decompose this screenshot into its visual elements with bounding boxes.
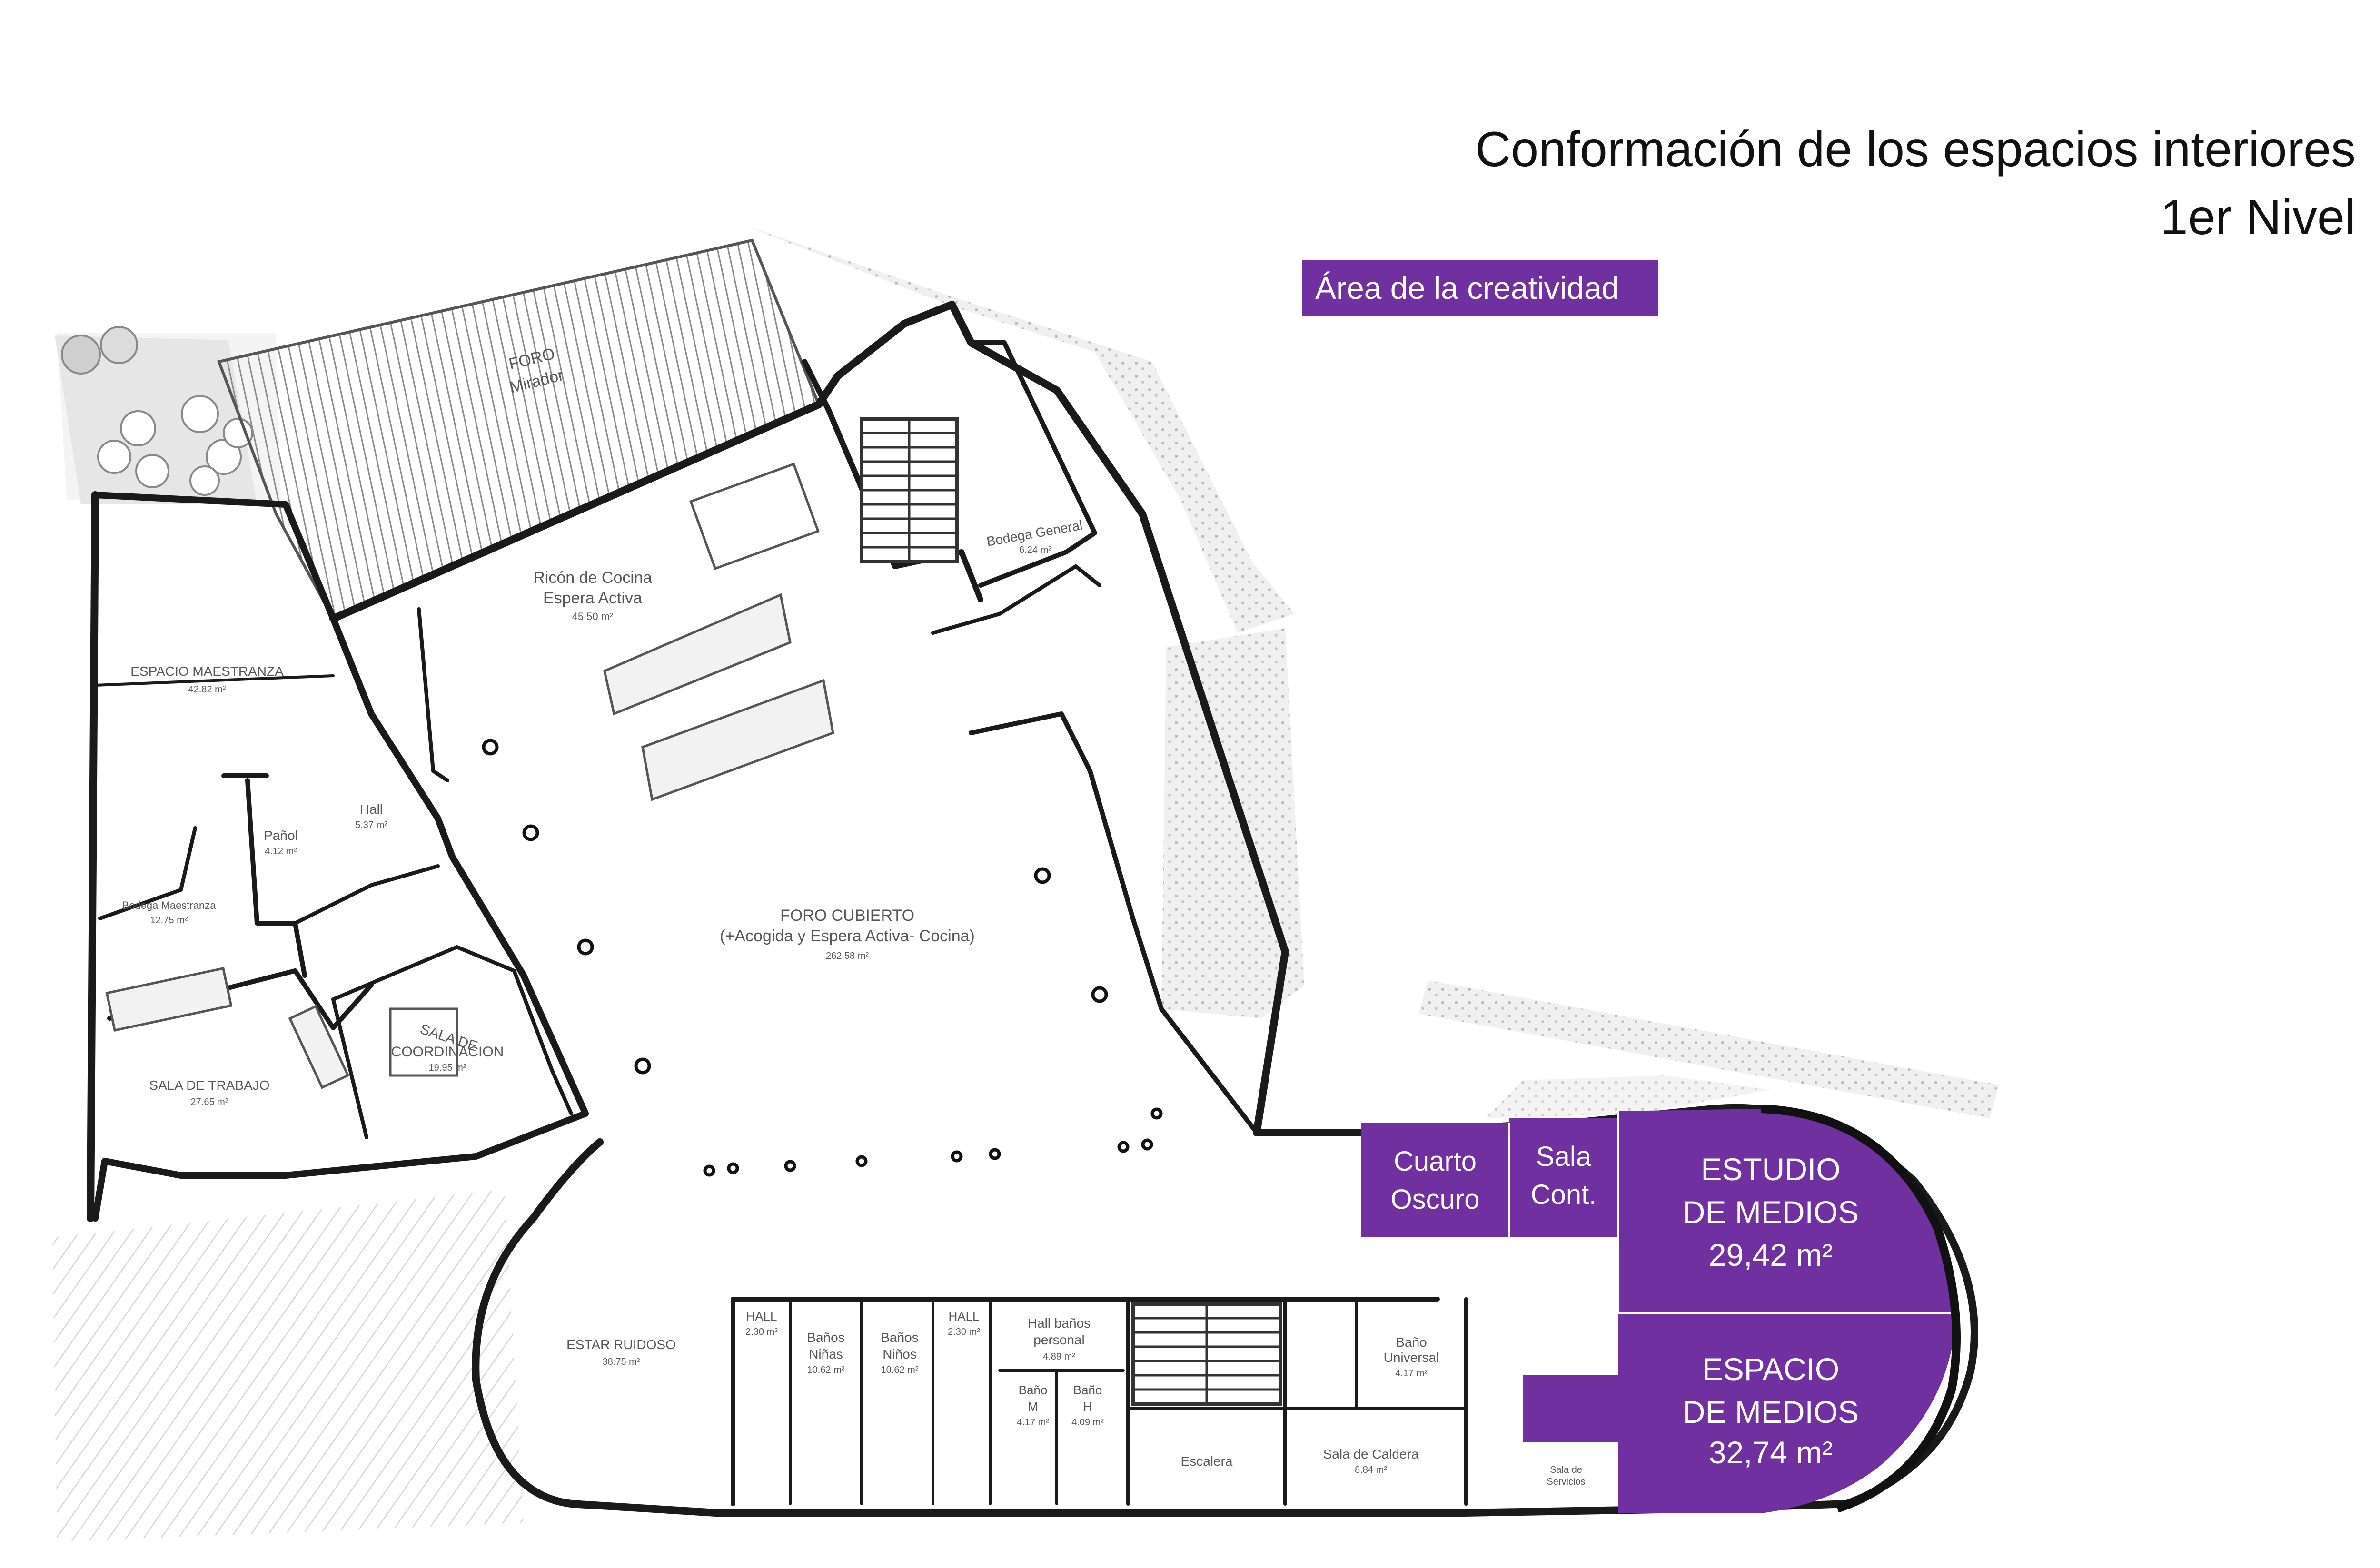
- label-cuarto-oscuro: Cuarto: [1394, 1146, 1477, 1177]
- label-estar-ruidoso: ESTAR RUIDOSO: [566, 1337, 676, 1352]
- label-sala-cont-2: Cont.: [1531, 1179, 1597, 1210]
- creativity-area-rooms: [1361, 1109, 1956, 1513]
- label-escalera: Escalera: [1181, 1454, 1233, 1469]
- label-coordinacion-area: 19.95 m²: [429, 1063, 466, 1073]
- label-estudio-medios-2: DE MEDIOS: [1683, 1194, 1859, 1230]
- label-sala-cont: Sala: [1536, 1141, 1592, 1172]
- label-caldera-area: 8.84 m²: [1355, 1465, 1387, 1475]
- label-maestranza: ESPACIO MAESTRANZA: [130, 664, 284, 679]
- label-espacio-medios-2: DE MEDIOS: [1683, 1394, 1859, 1430]
- label-cocina-area: 45.50 m²: [572, 611, 614, 622]
- label-hall-personal-area: 4.89 m²: [1043, 1351, 1075, 1362]
- room-cuarto-oscuro: [1361, 1123, 1509, 1237]
- label-espacio-medios: ESPACIO: [1702, 1351, 1840, 1387]
- label-banos-ninas-area: 10.62 m²: [807, 1365, 845, 1375]
- label-bano-h: Baño: [1073, 1383, 1102, 1397]
- room-estudio-medios: [1618, 1109, 1956, 1313]
- label-bano-universal-area: 4.17 m²: [1395, 1368, 1428, 1379]
- label-hall-a-area: 2.30 m²: [745, 1327, 778, 1337]
- label-foro-cubierto: FORO CUBIERTO: [780, 907, 914, 925]
- work-tables: [105, 966, 458, 1089]
- label-foro-cubierto-2: (+Acogida y Espera Activa- Cocina): [720, 927, 975, 945]
- label-cocina-2: Espera Activa: [543, 589, 642, 607]
- label-bano-m-area: 4.17 m²: [1017, 1417, 1049, 1428]
- room-sala-cont: [1509, 1118, 1618, 1237]
- label-hall-b-area: 2.30 m²: [948, 1327, 980, 1337]
- label-bano-h-2: H: [1083, 1400, 1092, 1414]
- room-labels: FORO Mirador Ricón de Cocina Espera Acti…: [122, 345, 1586, 1487]
- label-bano-m-2: M: [1028, 1400, 1038, 1414]
- legend-creativity-area: Área de la creatividad: [1302, 260, 1658, 316]
- title-line-2: 1er Nivel: [2160, 190, 2356, 245]
- label-servicios: Sala de: [1550, 1465, 1582, 1475]
- kitchen-furniture: [603, 462, 834, 801]
- label-bodega-maestranza-area: 12.75 m²: [150, 915, 188, 926]
- label-foro-cubierto-area: 262.58 m²: [826, 951, 869, 961]
- label-hall-b: HALL: [948, 1309, 979, 1323]
- label-caldera: Sala de Caldera: [1323, 1447, 1419, 1461]
- label-coordinacion-2: COORDINACION: [391, 1044, 504, 1060]
- label-hall-personal: Hall baños: [1028, 1316, 1091, 1331]
- label-espacio-medios-area: 32,74 m²: [1709, 1435, 1833, 1470]
- room-espacio-medios: [1523, 1313, 1956, 1513]
- creativity-labels: Cuarto Oscuro Sala Cont. ESTUDIO DE MEDI…: [1391, 1141, 1859, 1470]
- label-bano-universal: Baño: [1396, 1335, 1427, 1350]
- label-banos-ninos: Baños: [881, 1330, 918, 1345]
- label-banos-ninos-2: Niños: [883, 1347, 917, 1361]
- stair-lower: [1131, 1302, 1282, 1406]
- structural-columns: [482, 739, 1163, 1177]
- label-estudio-medios: ESTUDIO: [1701, 1152, 1840, 1187]
- label-bano-m: Baño: [1019, 1383, 1048, 1397]
- label-banos-ninos-area: 10.62 m²: [881, 1365, 919, 1375]
- label-bano-h-area: 4.09 m²: [1071, 1417, 1104, 1428]
- label-estar-ruidoso-area: 38.75 m²: [603, 1357, 640, 1367]
- stair-upper: [860, 417, 959, 563]
- landscape-plants: [61, 326, 253, 496]
- label-bodega-general: Bodega General: [985, 518, 1083, 549]
- label-hall-personal-2: personal: [1033, 1332, 1084, 1347]
- label-trabajo: SALA DE TRABAJO: [149, 1078, 269, 1093]
- label-bodega-general-area: 6.24 m²: [1019, 545, 1051, 555]
- label-trabajo-area: 27.65 m²: [191, 1097, 228, 1107]
- label-hall: Hall: [360, 802, 383, 817]
- label-bodega-maestranza: Bodega Maestranza: [122, 899, 217, 911]
- label-hall-a: HALL: [746, 1309, 777, 1323]
- label-panol: Pañol: [264, 828, 298, 843]
- curved-facade: [1761, 1105, 1961, 1513]
- label-servicios-2: Servicios: [1547, 1477, 1585, 1487]
- label-cuarto-oscuro-2: Oscuro: [1391, 1184, 1480, 1215]
- label-hall-area: 5.37 m²: [355, 820, 387, 830]
- label-maestranza-area: 42.82 m²: [188, 684, 226, 695]
- label-estudio-medios-area: 29,42 m²: [1709, 1237, 1833, 1272]
- label-cocina: Ricón de Cocina: [533, 569, 652, 587]
- label-banos-ninas: Baños: [807, 1330, 844, 1345]
- rock-texture: [1485, 1075, 1771, 1118]
- title-line-1: Conformación de los espacios interiores: [1475, 122, 2356, 177]
- label-panol-area: 4.12 m²: [265, 846, 297, 857]
- label-banos-ninas-2: Niñas: [809, 1347, 843, 1361]
- label-bano-universal-2: Universal: [1384, 1350, 1439, 1365]
